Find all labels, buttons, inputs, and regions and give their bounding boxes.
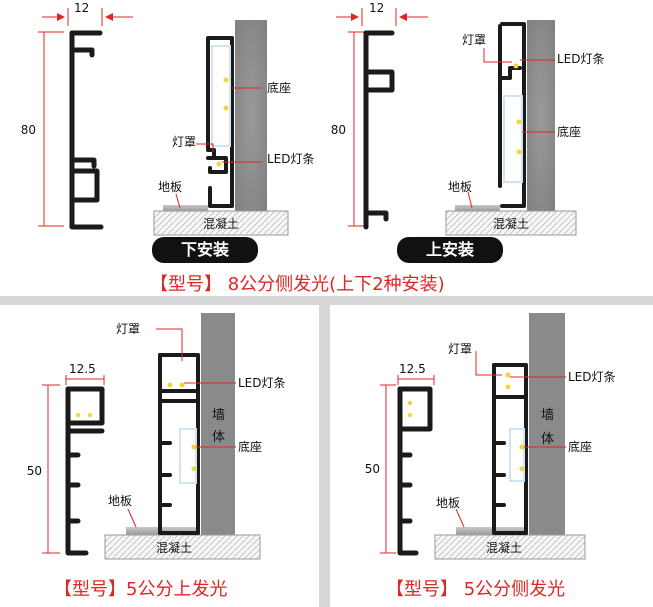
wall-bl [201, 313, 235, 535]
label-base-right: 底座 [557, 124, 581, 139]
led-bl-1 [167, 382, 173, 388]
leaders-br [455, 351, 566, 528]
dim-height-left: 80 [21, 123, 36, 137]
dim-lines-left [38, 8, 133, 227]
concrete-left [153, 210, 289, 236]
label-cover-br: 灯罩 [448, 342, 472, 356]
label-cover-right: 灯罩 [462, 33, 486, 47]
dim-width-left: 12 [74, 1, 89, 15]
wall-left [235, 20, 267, 211]
label-base-left: 底座 [267, 80, 291, 95]
label-cover-bl: 灯罩 [116, 322, 140, 336]
label-concrete-bl: 混凝土 [156, 540, 192, 555]
panel-5cm-side-light: 12.5 50 墙 体 混凝土 [330, 305, 653, 607]
led-left-1 [223, 77, 229, 83]
label-wall2-bl: 体 [212, 430, 225, 445]
led-bl-b [87, 412, 93, 418]
label-led-right: LED灯条 [557, 52, 605, 66]
led-br-4 [519, 466, 525, 472]
diagram-5cm-side: 12.5 50 墙 体 混凝土 [365, 313, 616, 560]
dim-lines-bl [42, 375, 105, 554]
led-bl-2 [179, 382, 185, 388]
dim-height-bl: 50 [27, 464, 42, 478]
profile-left [69, 30, 104, 230]
dim-lines-br [380, 375, 435, 554]
caption-8cm: 【型号】 8公分侧发光(上下2种安装) [150, 274, 445, 295]
led-left-3 [216, 161, 222, 167]
caption-5cm-top: 【型号】5公分上发光 [54, 579, 228, 600]
led-br-b [407, 412, 413, 418]
button-bottom-install[interactable]: 下安装 [152, 237, 258, 263]
label-wall-br: 墙 [541, 408, 554, 423]
led-br-2 [505, 384, 511, 390]
installed-window-br [498, 369, 522, 395]
led-strip-right [503, 95, 523, 183]
led-bl-3 [191, 444, 197, 450]
concrete-right [445, 210, 577, 236]
led-strip-bl [179, 428, 197, 484]
profile-br [397, 386, 433, 556]
led-bl-4 [191, 466, 197, 472]
diagram-8cm: 12 80 混凝土 [21, 1, 605, 236]
profile-right [363, 30, 395, 230]
concrete-br [434, 534, 586, 560]
separator-horizontal [0, 296, 653, 305]
leaders-bl [127, 328, 236, 528]
dim-width-br: 12.5 [399, 362, 426, 376]
installed-profile-left [206, 36, 234, 208]
led-br-a [407, 400, 413, 406]
panel-8cm-side-light: 12 80 混凝土 [0, 0, 653, 296]
installed-profile-br [492, 363, 528, 535]
led-right-3 [516, 149, 522, 155]
separator-vertical [319, 305, 330, 607]
dim-height-right: 80 [331, 123, 346, 137]
label-base-br: 底座 [568, 439, 592, 454]
label-wall2-br: 体 [541, 432, 554, 447]
label-led-left: LED灯条 [267, 152, 315, 166]
profile-br-window [404, 393, 426, 425]
floor-br [456, 527, 526, 535]
dim-width-right: 12 [369, 1, 384, 15]
label-base-bl: 底座 [238, 439, 262, 454]
label-concrete-br: 混凝土 [486, 540, 522, 555]
wall-right [527, 20, 555, 211]
button-top-install[interactable]: 上安装 [397, 237, 503, 263]
led-left-2 [223, 105, 229, 111]
installed-profile-bl [158, 353, 200, 535]
floor-left [163, 205, 208, 211]
caption-5cm-side: 【型号】 5公分侧发光 [386, 579, 566, 600]
label-concrete-right: 混凝土 [493, 216, 529, 231]
dim-width-bl: 12.5 [69, 362, 96, 376]
label-floor-bl: 地板 [108, 494, 132, 508]
led-br-1 [505, 372, 511, 378]
led-bl-a [75, 412, 81, 418]
label-wall-bl: 墙 [212, 408, 225, 423]
profile-bl [65, 386, 105, 556]
led-right-2 [516, 119, 522, 125]
led-strip-left [211, 45, 231, 147]
label-led-bl: LED灯条 [238, 376, 286, 390]
label-floor-br: 地板 [436, 496, 460, 510]
label-floor-left: 地板 [158, 180, 182, 194]
led-br-3 [519, 444, 525, 450]
diagram-5cm-top: 12.5 50 墙 体 混凝土 [27, 313, 286, 560]
led-strip-br [509, 428, 525, 482]
dim-height-br: 50 [365, 462, 380, 476]
leaders-left [175, 87, 262, 209]
wall-br [529, 313, 565, 535]
floor-right [455, 205, 500, 211]
label-floor-right: 地板 [448, 180, 472, 194]
label-concrete-left: 混凝土 [203, 216, 239, 231]
dim-lines-right [336, 8, 428, 227]
label-cover-left: 灯罩 [172, 135, 196, 149]
leaders-right [467, 48, 555, 209]
panel-5cm-top-light: 12.5 50 墙 体 混凝土 [0, 305, 319, 607]
led-right-1 [513, 63, 519, 69]
label-led-br: LED灯条 [568, 370, 616, 384]
